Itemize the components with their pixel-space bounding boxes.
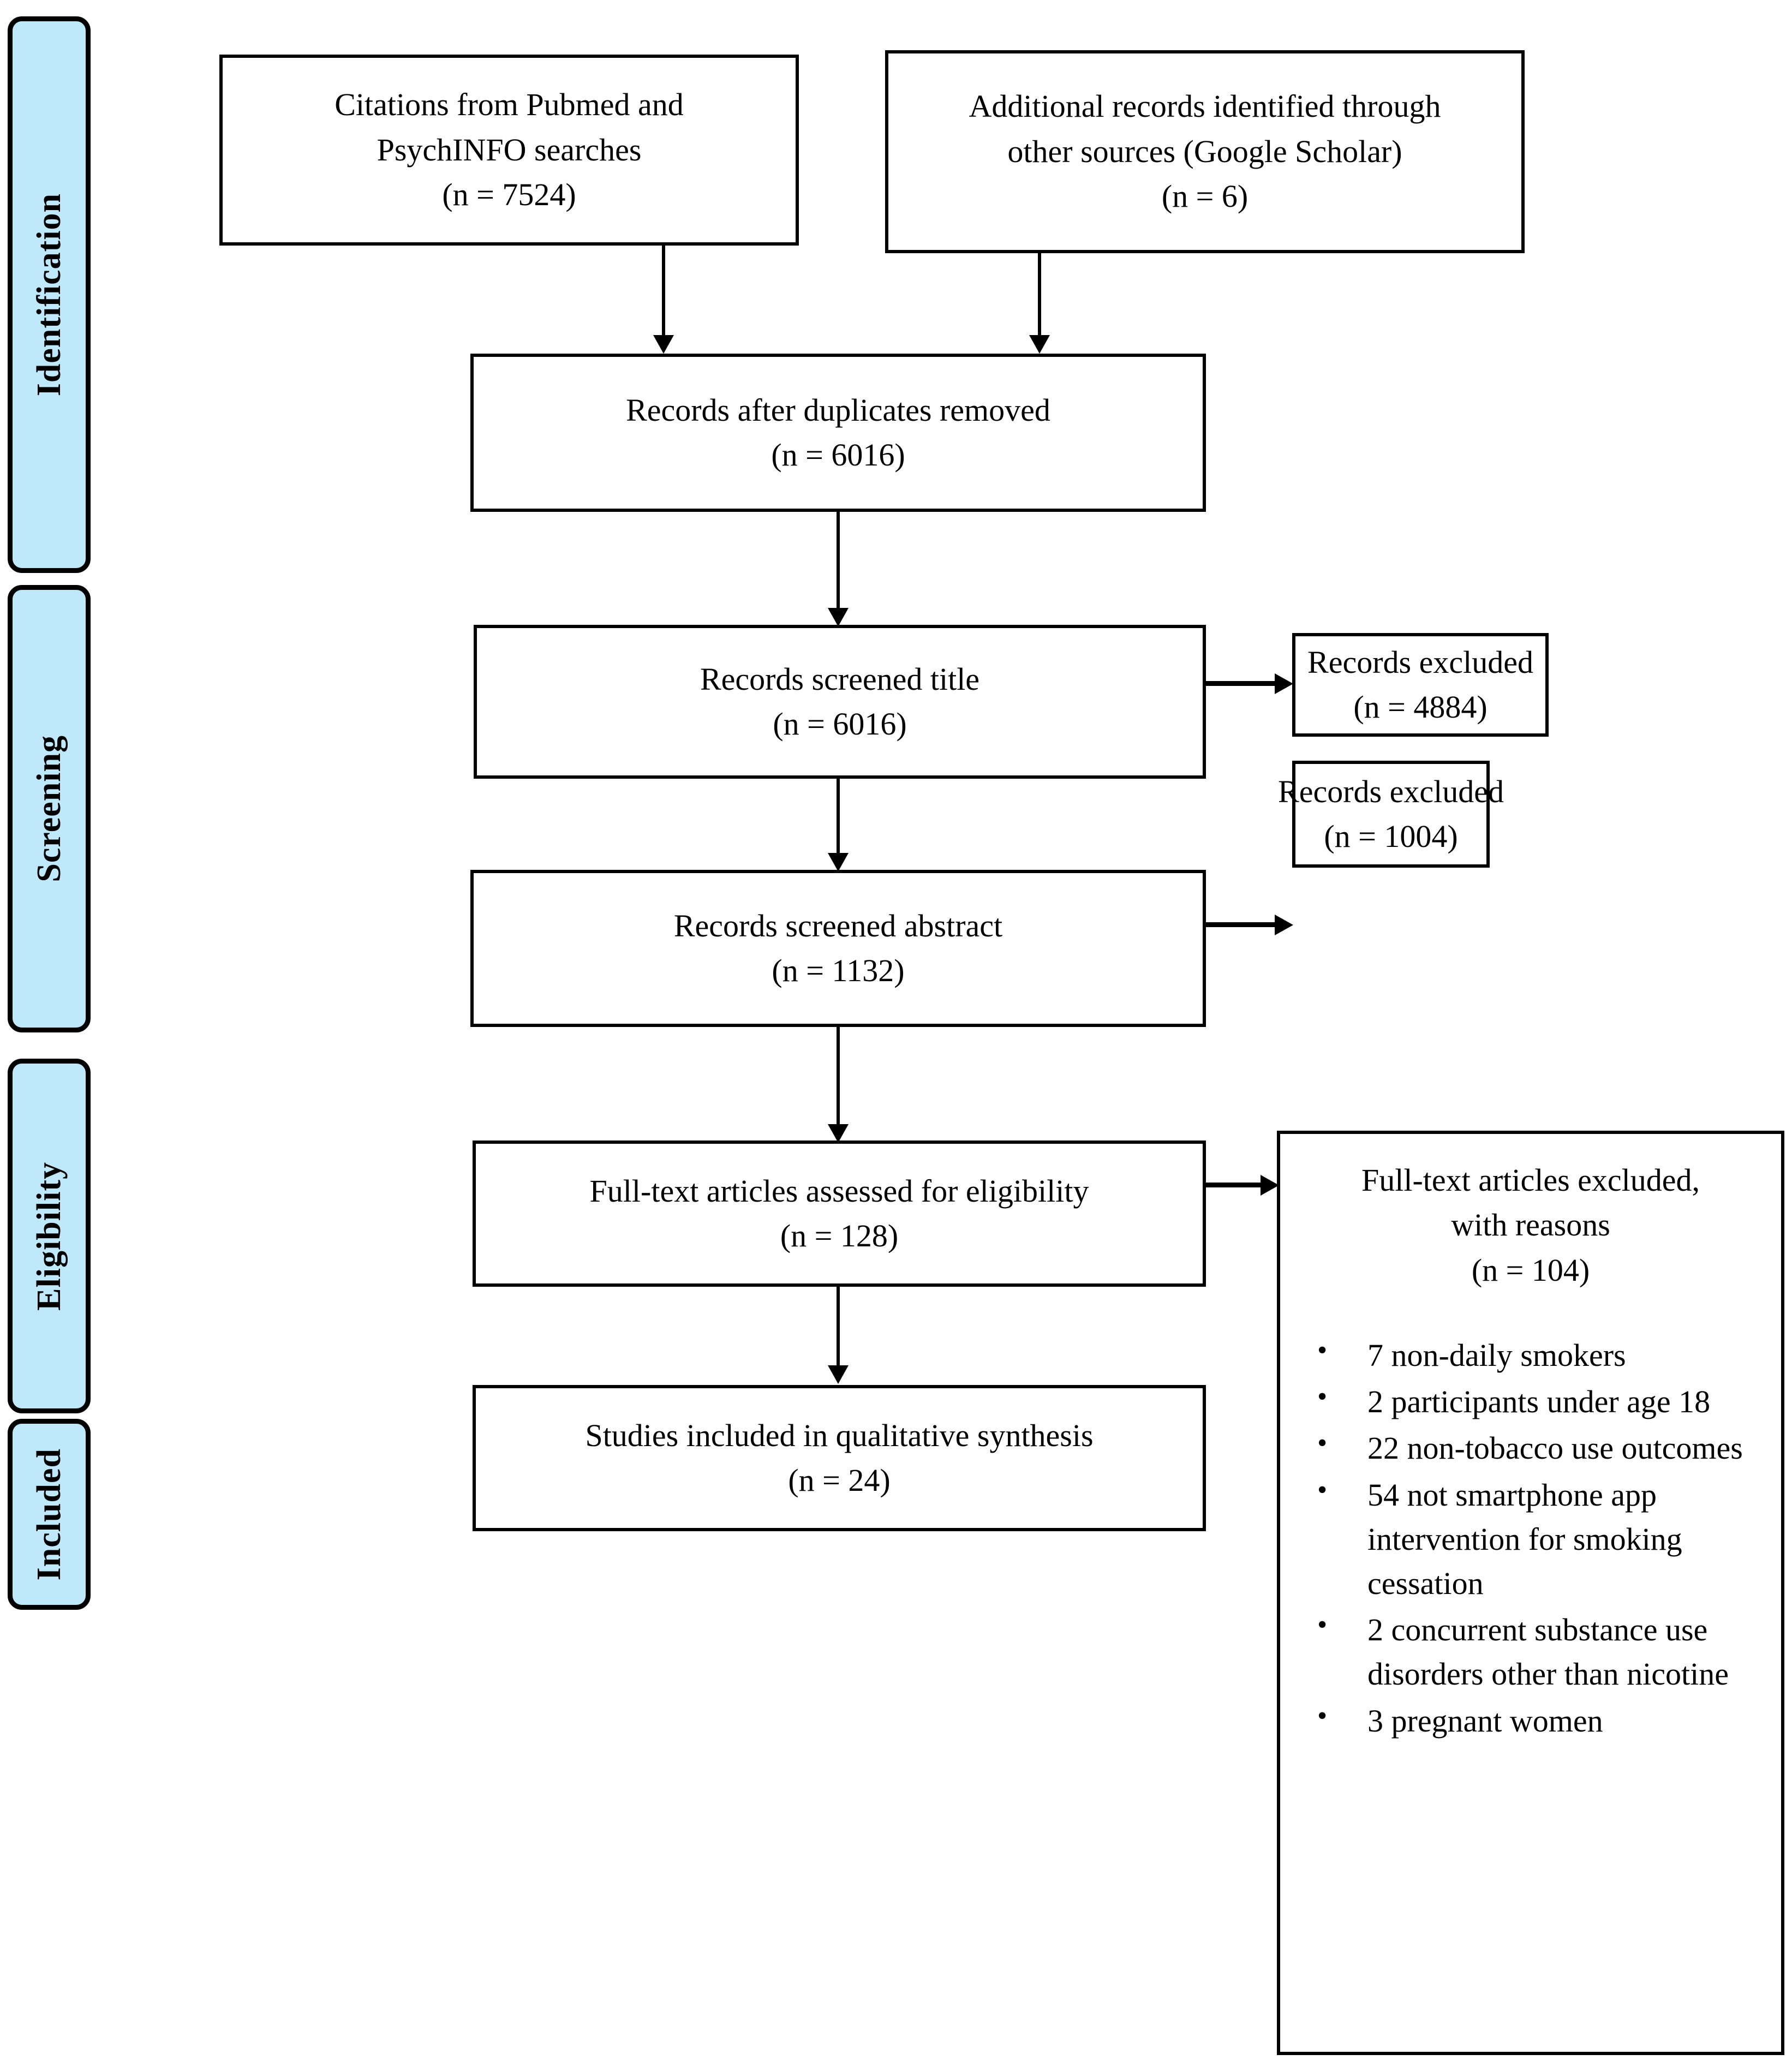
exclusion-reasons-list: 7 non-daily smokers 2 participants under… [1286,1331,1776,1745]
box-duplicates-count: (n = 6016) [771,437,905,473]
box-excluded-abstract: Records excluded (n = 1004) [1278,761,1504,868]
connector-additional-down [1038,253,1041,337]
box-excluded-title-line1: Records excluded [1307,644,1533,680]
connector-citations-down [662,246,665,337]
stage-label-eligibility: Eligibility [31,1161,68,1311]
box-fulltext-assessed: Full-text articles assessed for eligibil… [473,1141,1206,1287]
stage-label-included: Included [31,1448,68,1581]
box-excluded-title-count: (n = 4884) [1353,689,1488,725]
stage-tab-eligibility: Eligibility [8,1059,91,1413]
arrowhead-additional-down [1029,335,1050,354]
box-fulltext-assessed-line1: Full-text articles assessed for eligibil… [589,1173,1089,1209]
connector-duplicates-down [837,512,840,610]
box-fulltext-excluded: Full-text articles excluded, with reason… [1277,1131,1784,2055]
list-item: 2 concurrent substance use disorders oth… [1317,1605,1766,1696]
box-fulltext-excluded-line2: with reasons [1451,1207,1610,1243]
box-additional-records: Additional records identified through ot… [885,50,1525,253]
box-screened-abstract-line1: Records screened abstract [673,907,1003,944]
list-item: 22 non-tobacco use outcomes [1317,1424,1766,1470]
stage-label-identification: Identification [31,193,68,397]
stage-tab-identification: Identification [8,16,91,573]
stage-label-screening: Screening [31,735,68,882]
stage-tab-included: Included [8,1419,91,1610]
box-citations-count: (n = 7524) [442,177,576,213]
box-screened-title-line1: Records screened title [700,661,980,697]
box-screened-title-count: (n = 6016) [773,706,907,742]
fulltext-excluded-header: Full-text articles excluded, with reason… [1286,1148,1776,1293]
connector-screened-title-right [1206,681,1276,686]
arrowhead-duplicates-down [828,608,849,626]
box-excluded-abstract-count: (n = 1004) [1324,819,1458,854]
box-fulltext-excluded-line1: Full-text articles excluded, [1361,1162,1700,1198]
connector-screened-abstract-right [1206,922,1276,927]
stage-tab-screening: Screening [8,585,91,1032]
box-additional-line1: Additional records identified through [969,88,1441,124]
box-excluded-abstract-line1: Records excluded [1278,773,1504,809]
box-additional-count: (n = 6) [1161,178,1249,214]
box-studies-included: Studies included in qualitative synthesi… [473,1385,1206,1531]
list-item: 2 participants under age 18 [1317,1377,1766,1424]
box-citations-line1: Citations from Pubmed and [334,87,684,123]
arrowhead-screened-title-down [828,853,849,871]
box-duplicates-line1: Records after duplicates removed [626,392,1050,428]
box-studies-included-line1: Studies included in qualitative synthesi… [585,1417,1094,1453]
box-duplicates-removed: Records after duplicates removed (n = 60… [470,354,1206,512]
arrowhead-fulltext-down [828,1365,849,1384]
arrowhead-citations-down [653,335,674,354]
connector-screened-abstract-down [837,1027,840,1126]
box-excluded-title: Records excluded (n = 4884) [1292,633,1549,737]
arrowhead-screened-abstract-down [828,1124,849,1143]
list-item: 3 pregnant women [1317,1697,1766,1743]
box-screened-abstract-count: (n = 1132) [772,953,905,988]
box-additional-line2: other sources (Google Scholar) [1007,133,1402,169]
arrowhead-fulltext-right [1261,1175,1279,1196]
connector-fulltext-right [1206,1183,1266,1187]
list-item: 54 not smartphone app intervention for s… [1317,1471,1766,1606]
list-item: 7 non-daily smokers [1317,1331,1766,1377]
arrowhead-screened-abstract-right [1275,915,1293,935]
box-screened-abstract: Records screened abstract (n = 1132) [470,870,1206,1027]
connector-fulltext-down [837,1287,840,1368]
box-screened-title: Records screened title (n = 6016) [474,625,1206,779]
arrowhead-screened-title-right [1275,673,1293,694]
box-fulltext-excluded-count: (n = 104) [1471,1252,1590,1288]
connector-screened-title-down [837,779,840,855]
box-citations-line2: PsychINFO searches [377,132,642,168]
box-citations: Citations from Pubmed and PsychINFO sear… [219,55,799,246]
box-studies-included-count: (n = 24) [788,1462,891,1498]
box-fulltext-assessed-count: (n = 128) [780,1218,899,1253]
